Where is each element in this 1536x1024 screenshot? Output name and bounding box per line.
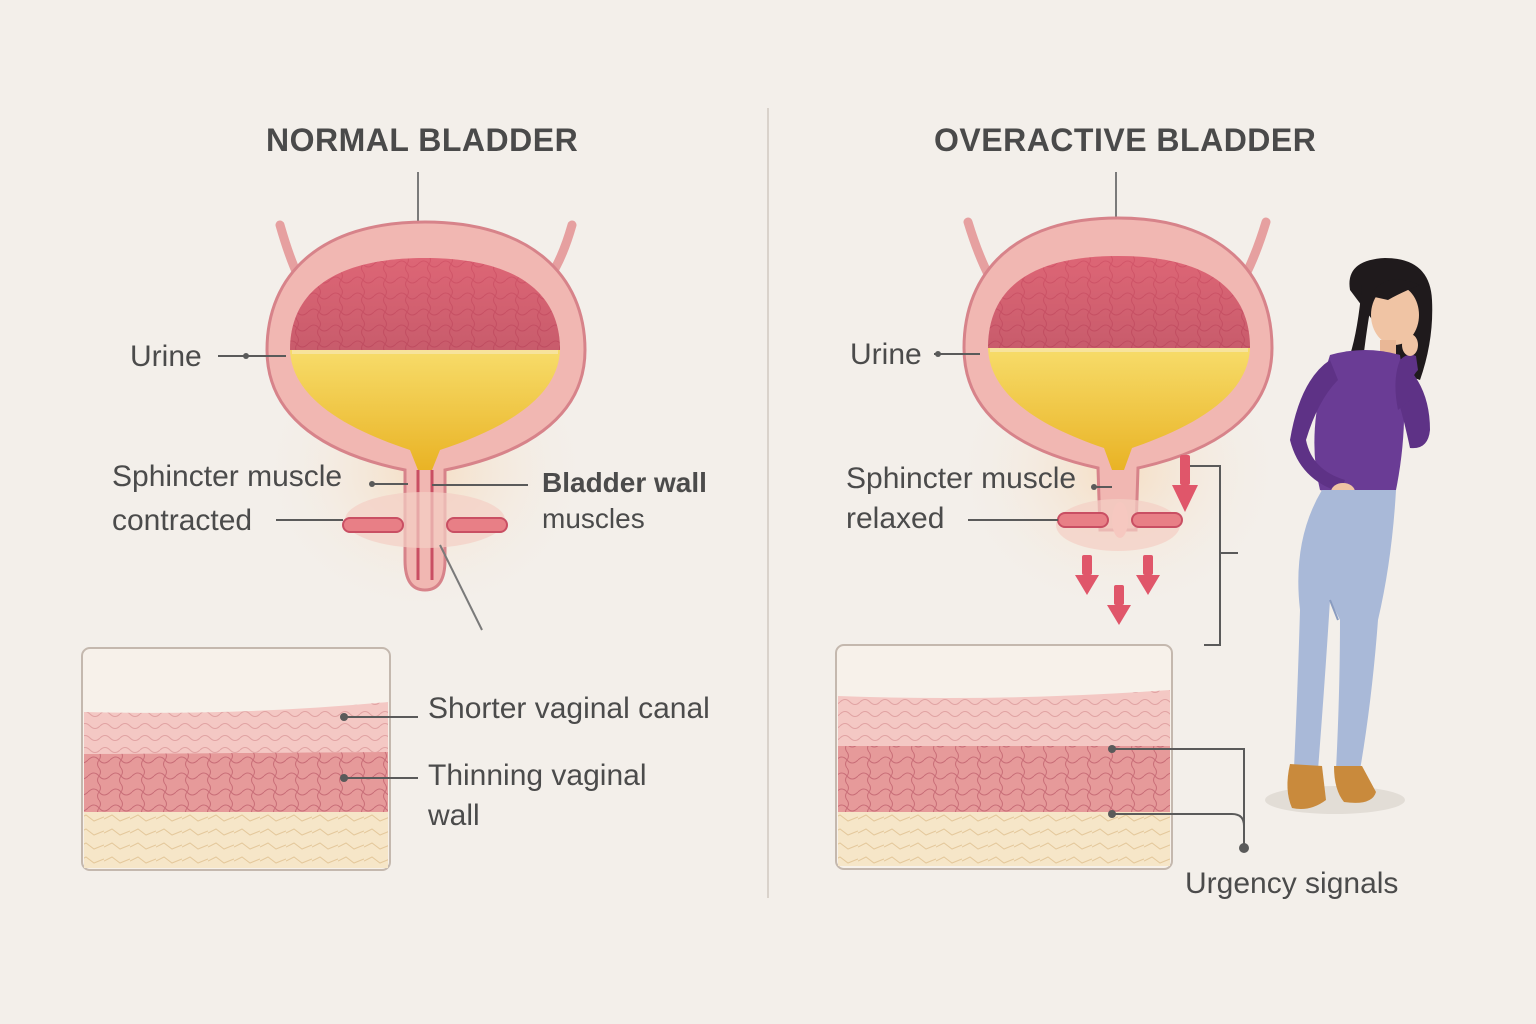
normal-sphincter-label-line2: contracted <box>112 504 253 537</box>
woman-figure <box>1265 258 1433 814</box>
overactive-tissue-inset <box>835 644 1249 870</box>
thinning-wall-label-line1: Thinning vaginal <box>428 759 647 792</box>
bladder-wall-label-line2: muscles <box>542 503 645 534</box>
thinning-wall-label-line2: wall <box>428 799 480 832</box>
normal-tissue-inset <box>81 647 418 871</box>
bladder-wall-label-line1: Bladder wall <box>542 467 707 498</box>
overactive-sphincter-label-line2: relaxed <box>846 502 945 535</box>
overactive-bladder-title: OVERACTIVE BLADDER <box>934 122 1317 158</box>
panel-divider <box>767 108 769 898</box>
shorter-canal-label: Shorter vaginal canal <box>428 692 710 725</box>
normal-sphincter-label-line1: Sphincter muscle <box>112 460 343 493</box>
overactive-sphincter-label-line1: Sphincter muscle <box>846 462 1077 495</box>
urine-leak-arrows <box>1075 455 1198 625</box>
normal-bladder-illustration <box>218 172 595 631</box>
overactive-urine-label: Urine <box>850 338 922 371</box>
overactive-bladder-illustration <box>934 172 1288 646</box>
urgency-signals-label: Urgency signals <box>1185 867 1399 900</box>
normal-bladder-title: NORMAL BLADDER <box>266 122 579 158</box>
normal-urine-label: Urine <box>130 340 202 373</box>
